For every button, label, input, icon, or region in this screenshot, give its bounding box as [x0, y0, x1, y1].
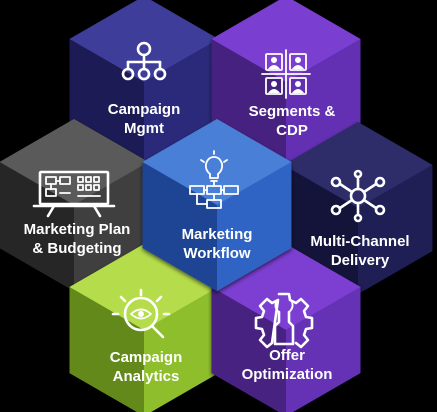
hex-label-line2: Delivery: [331, 252, 390, 269]
hex-label-line1: Segments &: [249, 103, 336, 120]
hex-face: [144, 287, 219, 412]
hex-label-line2: CDP: [276, 122, 308, 139]
hex-face: [69, 0, 219, 82]
hex-label-line1: Multi-Channel: [310, 233, 409, 250]
hex-face: [142, 162, 217, 291]
hex-label-line2: Optimization: [242, 366, 333, 383]
hex-face: [74, 162, 149, 291]
workflow-bulb-icon: [189, 150, 239, 209]
hex-label-line1: Campaign: [110, 349, 183, 366]
hex-label-line2: Mgmt: [124, 120, 164, 137]
hex-segments-cdp: Segments & CDP: [211, 0, 361, 168]
hex-face: [69, 287, 144, 412]
hex-face: [211, 39, 286, 168]
hex-marketing-plan: Marketing Plan & Budgeting: [0, 119, 149, 291]
hex-face: [283, 165, 358, 294]
hex-multi-channel: Multi-Channel Delivery: [283, 122, 433, 294]
hex-face: [283, 122, 433, 208]
hex-face: [358, 165, 433, 294]
hex-face: [211, 287, 286, 412]
user-grid-icon: [261, 49, 311, 99]
hex-face: [144, 39, 219, 168]
hex-campaign-mgmt: Campaign Mgmt: [69, 0, 219, 168]
hex-face: [286, 39, 361, 168]
gear-wrench-icon: [254, 292, 314, 349]
hex-label-line1: Marketing Plan: [24, 221, 131, 238]
whiteboard-plan-icon: [32, 170, 116, 218]
eye-search-icon: [111, 288, 171, 339]
hex-label-line1: Campaign: [108, 101, 181, 118]
hex-face: [286, 287, 361, 412]
network-hub-icon: [330, 169, 386, 223]
hex-face: [0, 119, 149, 205]
hex-label-line1: Marketing: [182, 226, 253, 243]
hex-label-line2: Workflow: [183, 245, 251, 262]
hex-offer-optimization: Offer Optimization: [211, 244, 361, 412]
hex-label-line2: & Budgeting: [32, 240, 121, 257]
hex-face: [217, 162, 292, 291]
hex-label-line2: Analytics: [113, 368, 180, 385]
hex-label-line1: Offer: [269, 347, 305, 364]
hex-marketing-workflow: Marketing Workflow: [142, 119, 292, 291]
hex-face: [211, 0, 361, 82]
hierarchy-icon: [121, 41, 167, 81]
